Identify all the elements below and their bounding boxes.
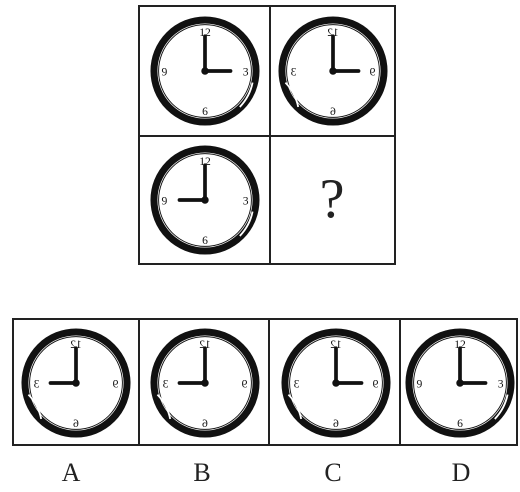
question-mark: ? xyxy=(319,168,345,230)
clock-numeral: 6 xyxy=(202,417,208,430)
clock-numeral: 9 xyxy=(369,66,375,79)
grid-clock-3: 12 6 3 9 xyxy=(147,142,263,258)
grid-clock-2: 12 6 3 9 xyxy=(275,13,391,129)
clock-hub xyxy=(329,67,337,75)
clock-numeral: 3 xyxy=(162,378,168,391)
clock-inner-ring xyxy=(158,24,252,118)
clock-hub xyxy=(201,379,209,387)
clock-numeral: 6 xyxy=(202,234,208,247)
option-a-label[interactable]: A xyxy=(61,458,81,487)
clock-numeral: 3 xyxy=(498,378,504,391)
clock-numeral: 12 xyxy=(199,338,211,351)
puzzle-grid: 12 6 3 9 12 6 3 9 12 6 3 9 ? xyxy=(138,5,396,265)
option-divider xyxy=(138,320,140,444)
clock-numeral: 3 xyxy=(33,378,39,391)
clock-face: 12 6 3 9 xyxy=(281,328,391,438)
clock-rim-highlight xyxy=(284,81,300,108)
option-divider xyxy=(399,320,401,444)
option-c-label[interactable]: C xyxy=(324,458,342,487)
clock-numeral: 6 xyxy=(330,105,336,118)
clock-face: 12 6 3 9 xyxy=(278,16,388,126)
option-b-clock[interactable]: 12 6 3 9 xyxy=(147,325,263,441)
option-b-label[interactable]: B xyxy=(193,458,211,487)
clock-numeral: 12 xyxy=(199,26,211,39)
grid-clock-1: 12 6 3 9 xyxy=(147,13,263,129)
option-d-clock[interactable]: 12 6 3 9 xyxy=(402,325,518,441)
clock-face: 12 6 3 9 xyxy=(405,328,515,438)
option-d-label[interactable]: D xyxy=(451,458,471,487)
clock-numeral: 12 xyxy=(454,338,466,351)
clock-numeral: 9 xyxy=(112,378,118,391)
clock-hub xyxy=(72,379,80,387)
clock-numeral: 6 xyxy=(457,417,463,430)
clock-numeral: 9 xyxy=(162,66,168,79)
clock-numeral: 9 xyxy=(241,378,247,391)
clock-numeral: 6 xyxy=(333,417,339,430)
clock-face: 12 6 3 9 xyxy=(21,328,131,438)
option-divider xyxy=(268,320,270,444)
clock-numeral: 6 xyxy=(73,417,79,430)
clock-numeral: 3 xyxy=(243,195,249,208)
clock-numeral: 9 xyxy=(372,378,378,391)
clock-inner-ring xyxy=(289,336,383,430)
clock-numeral: 3 xyxy=(243,66,249,79)
clock-numeral: 12 xyxy=(70,338,82,351)
clock-rim-highlight xyxy=(156,393,172,420)
option-c-clock[interactable]: 12 6 3 9 xyxy=(278,325,394,441)
clock-rim-highlight xyxy=(287,393,303,420)
clock-numeral: 3 xyxy=(293,378,299,391)
clock-hub xyxy=(332,379,340,387)
clock-inner-ring xyxy=(413,336,507,430)
clock-inner-ring xyxy=(158,153,252,247)
options-strip: 12 6 3 9 12 6 3 9 12 6 3 9 12 6 3 9 xyxy=(12,318,518,446)
clock-face: 12 6 3 9 xyxy=(150,145,260,255)
clock-rim-highlight xyxy=(27,393,43,420)
clock-inner-ring xyxy=(286,24,380,118)
option-a-clock[interactable]: 12 6 3 9 xyxy=(18,325,134,441)
clock-inner-ring xyxy=(158,336,252,430)
clock-numeral: 3 xyxy=(290,66,296,79)
clock-rim-highlight xyxy=(239,82,254,108)
clock-numeral: 12 xyxy=(330,338,342,351)
clock-hub xyxy=(456,379,464,387)
clock-rim-highlight xyxy=(239,211,254,237)
clock-numeral: 12 xyxy=(327,26,339,39)
grid-divider-horizontal xyxy=(140,135,394,137)
clock-numeral: 9 xyxy=(162,195,168,208)
clock-inner-ring xyxy=(29,336,123,430)
clock-hub xyxy=(201,196,209,204)
clock-numeral: 6 xyxy=(202,105,208,118)
clock-rim-highlight xyxy=(494,394,509,420)
clock-face: 12 6 3 9 xyxy=(150,16,260,126)
clock-numeral: 9 xyxy=(417,378,423,391)
clock-hub xyxy=(201,67,209,75)
clock-face: 12 6 3 9 xyxy=(150,328,260,438)
clock-numeral: 12 xyxy=(199,155,211,168)
